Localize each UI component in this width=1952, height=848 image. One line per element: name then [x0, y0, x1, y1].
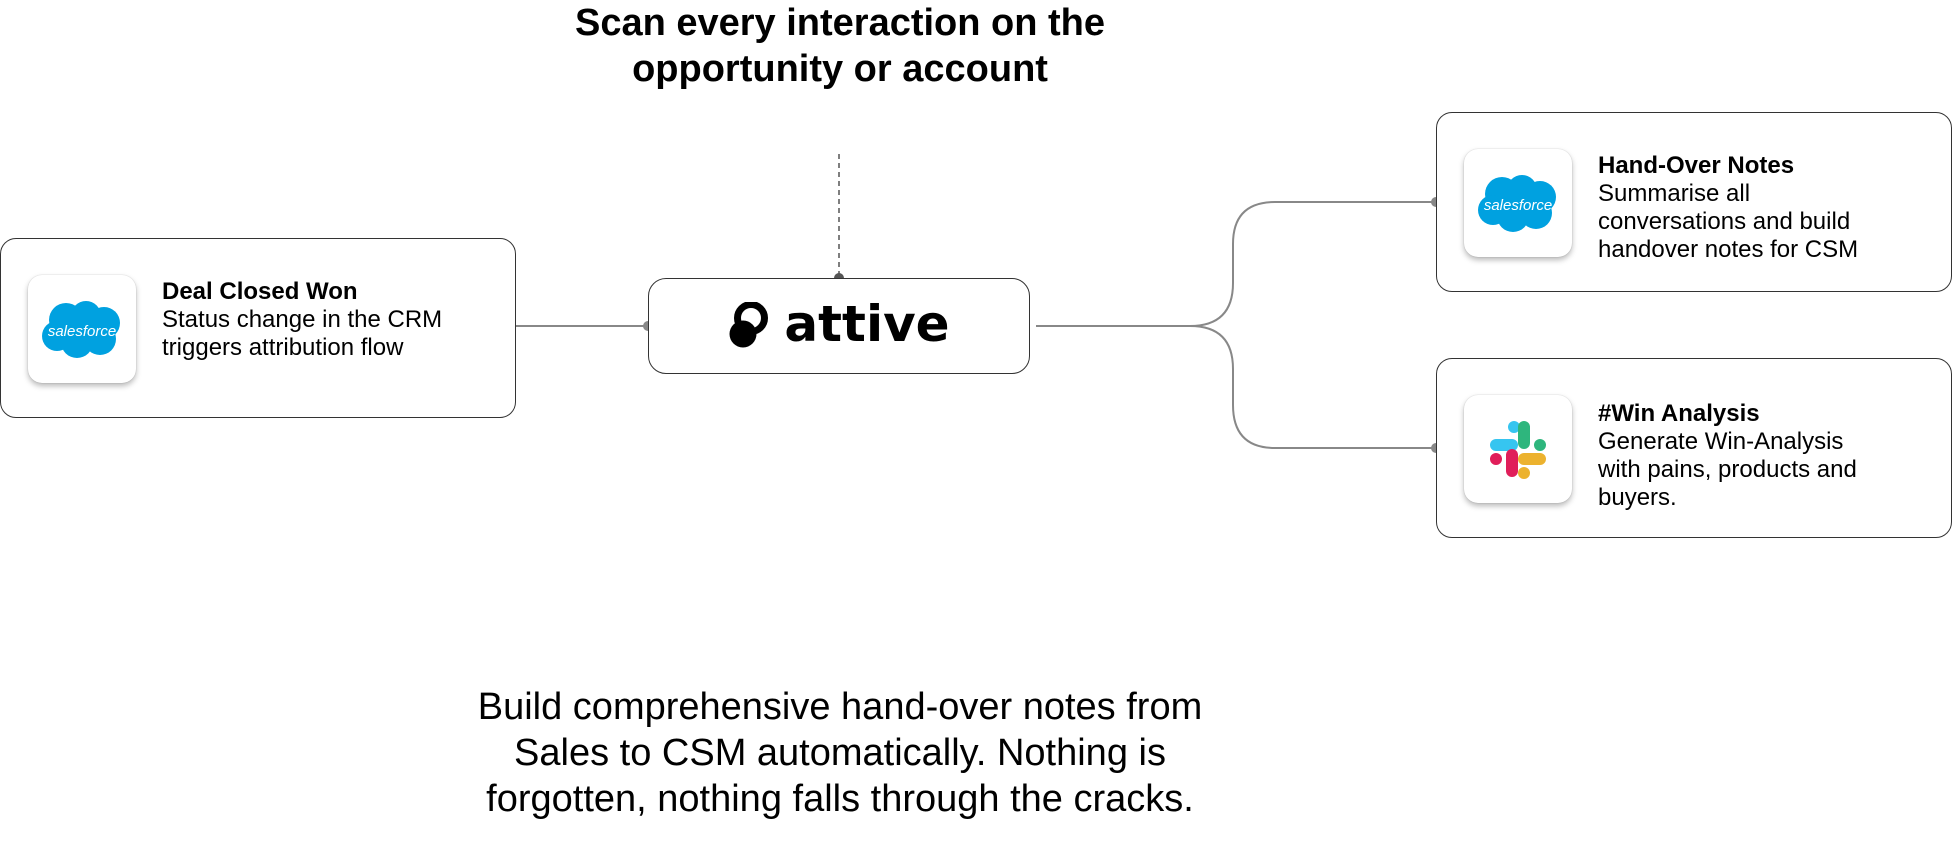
attive-hub-card: attive [648, 278, 1030, 374]
output-card-win-analysis [1436, 358, 1952, 538]
attive-logo: attive [728, 295, 950, 353]
output-description: Summarise all conversations and build ha… [1598, 180, 1859, 263]
output-connector-1 [1036, 201, 1436, 327]
flow-heading: Scan every interaction on the opportunit… [574, 2, 1106, 90]
salesforce-icon: salesforce [1464, 149, 1572, 257]
output-description: Generate Win-Analysis with pains, produc… [1598, 428, 1857, 511]
trigger-card: salesforce [0, 238, 516, 418]
output-connector-2 [1036, 325, 1436, 449]
attive-wordmark: attive [784, 295, 950, 353]
trigger-title: Deal Closed Won [162, 278, 358, 305]
output-card-handover-notes: salesforce [1436, 112, 1952, 292]
attive-logo-icon [729, 302, 769, 348]
output-title: #Win Analysis [1598, 400, 1760, 427]
trigger-text: Deal Closed Won Status change in the CRM… [162, 278, 442, 362]
footer-summary: Build comprehensive hand-over notes from… [477, 686, 1203, 820]
trigger-description: Status change in the CRM triggers attrib… [162, 306, 443, 361]
output-text-win-analysis: #Win Analysis Generate Win-Analysis with… [1598, 400, 1857, 512]
output-text-handover-notes: Hand-Over Notes Summarise all conversati… [1598, 152, 1858, 264]
output-title: Hand-Over Notes [1598, 152, 1795, 179]
slack-icon [1464, 395, 1572, 503]
salesforce-icon-label: salesforce [1484, 197, 1552, 214]
salesforce-icon-label: salesforce [48, 323, 116, 340]
salesforce-icon: salesforce [28, 275, 136, 383]
